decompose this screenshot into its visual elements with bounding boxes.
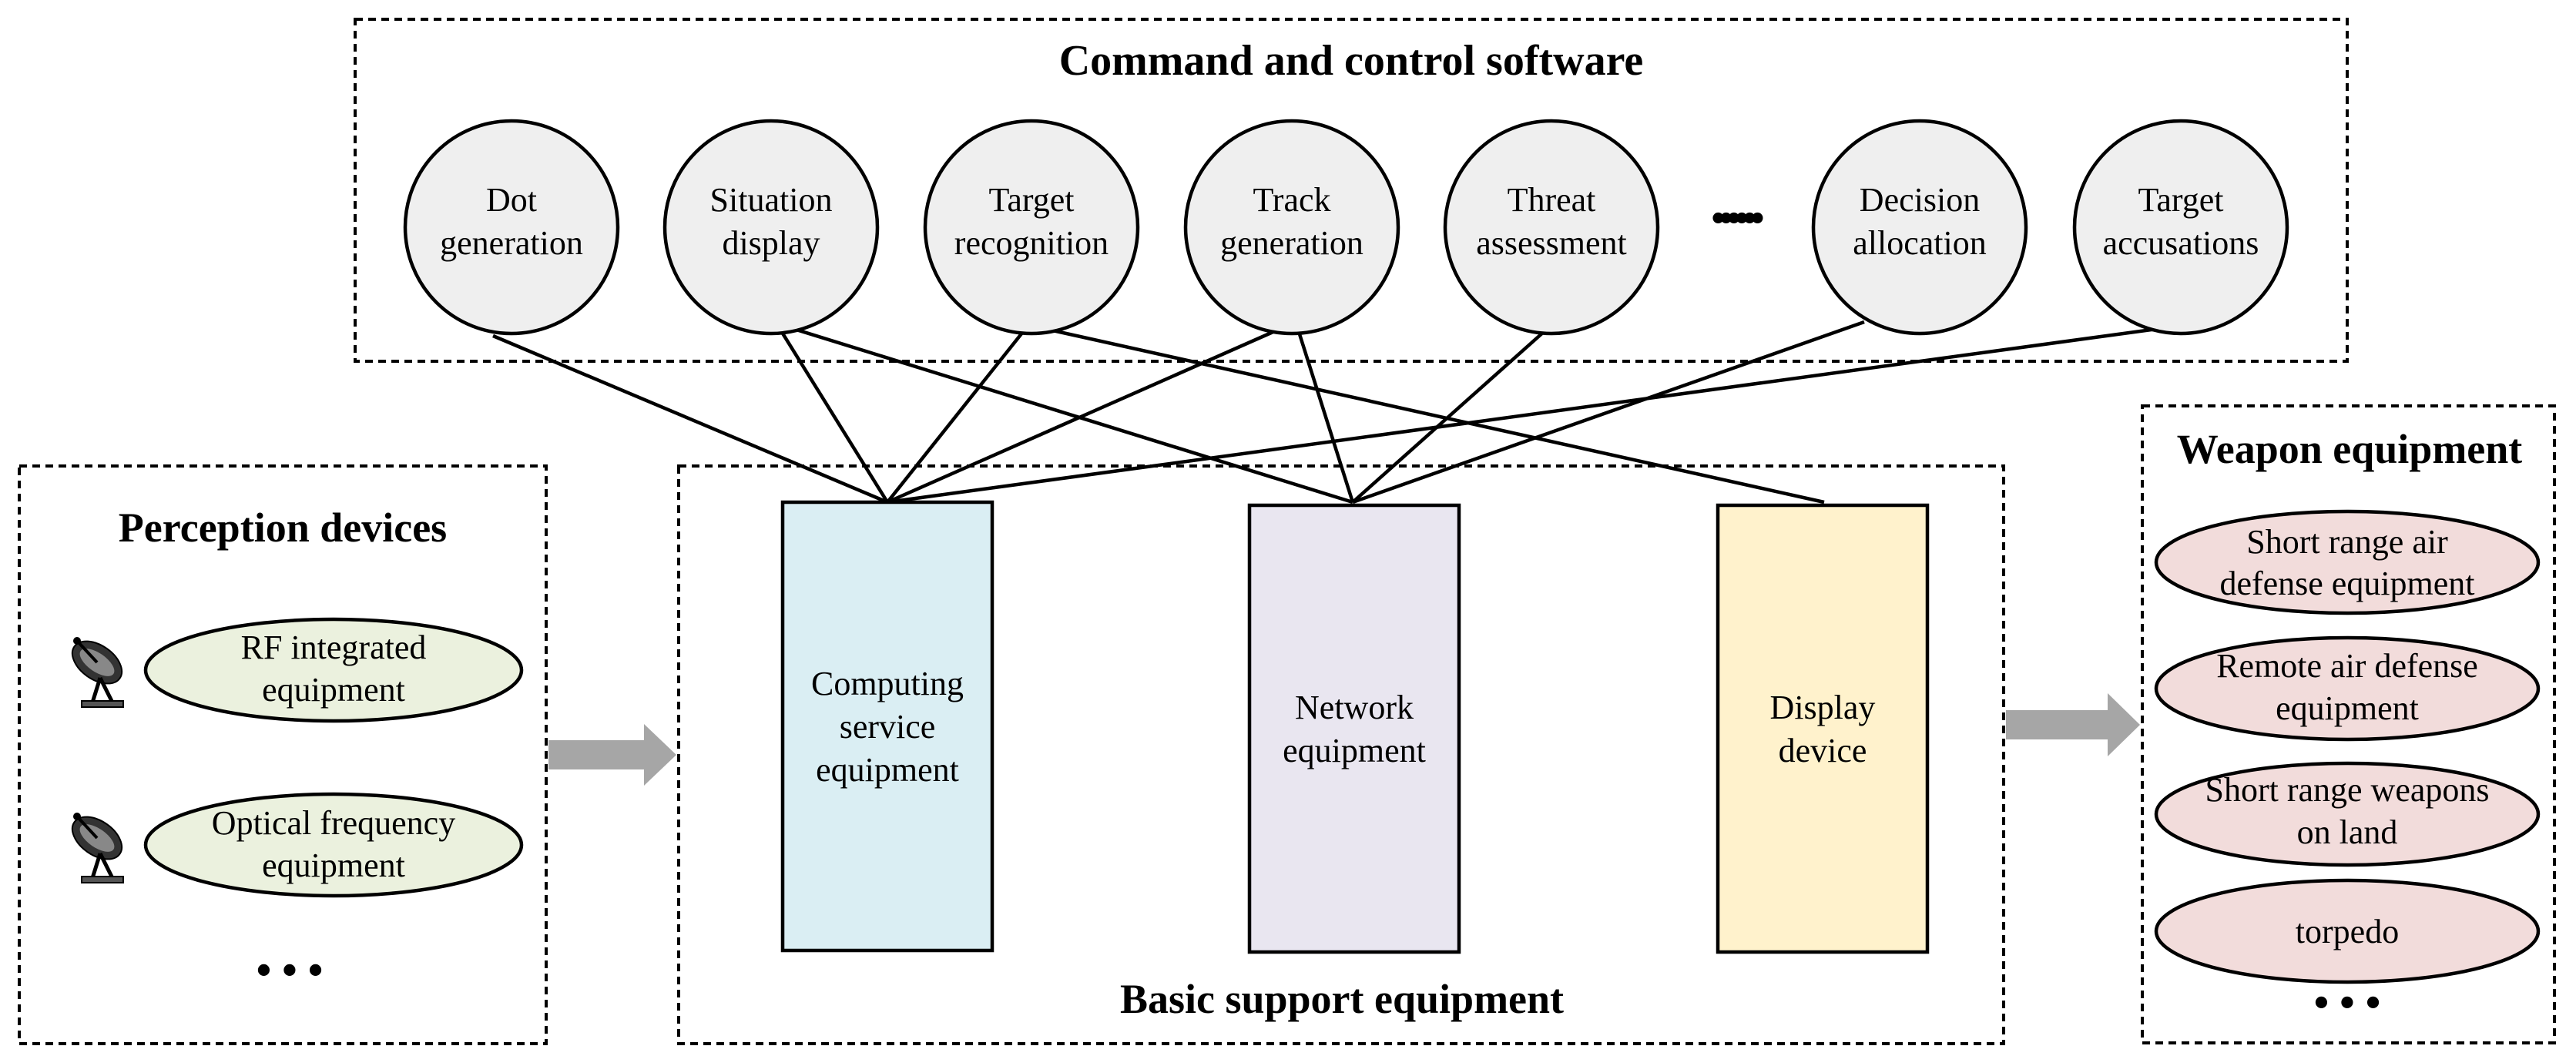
weapon-more: • • • [2314,979,2381,1027]
arrow-right-icon [2006,693,2140,756]
connector [776,321,1353,505]
connector [887,320,1296,505]
connector [775,322,889,504]
weapon-item-torpedo: torpedo [2154,878,2541,984]
module-track-generation: Track generation [1183,119,1400,336]
perception-more: • • • [257,947,324,994]
connector [492,334,888,505]
module-label-line1: Target [2138,181,2224,219]
module-dot-generation: Dot generation [403,119,620,336]
connector [1293,321,1355,503]
perception-device-rf: RF integrated equipment [65,617,524,723]
connector [1028,323,1825,505]
module-label-line2: recognition [954,224,1109,262]
module-label-line2: generation [440,224,583,262]
unit-display-device: Display device [1716,503,1930,954]
unit-label-line1: Computing [811,665,964,702]
perception-border [18,464,548,1045]
device-label-line1: Optical frequency [212,804,455,842]
perception-device-optical: Optical frequency equipment [65,792,524,898]
command-software-title: Command and control software [1059,37,1644,85]
module-label-line2: assessment [1476,224,1627,262]
weapon-label-line2: defense equipment [2219,565,2474,602]
weapon-panel: Weapon equipment Short range air defense… [2141,404,2556,1044]
weapon-item-short-range-land: Short range weapons on land [2154,761,2541,867]
device-label-line2: equipment [262,846,405,884]
basic-support-title: Basic support equipment [1120,976,1564,1022]
module-decision-allocation: Decision allocation [1811,119,2028,336]
device-label-line1: RF integrated [241,629,427,666]
connector [886,324,1030,504]
satellite-dish-icon [65,632,129,707]
weapon-item-short-range-air-defense: Short range air defense equipment [2154,509,2541,615]
unit-label-line3: equipment [816,751,959,789]
basic-support-panel: Basic support equipment Computing servic… [677,464,2005,1045]
module-label-line1: Target [989,181,1075,219]
basic-support-border [677,464,2005,1045]
module-label-line2: allocation [1853,224,1987,262]
module-label-line1: Decision [1860,181,1980,219]
weapon-label-line2: equipment [2276,689,2419,727]
weapon-title: Weapon equipment [2177,426,2523,472]
unit-label-line2: service [840,708,936,746]
weapon-item-remote-air-defense: Remote air defense equipment [2154,635,2541,742]
weapon-label-line1: torpedo [2296,913,2399,950]
unit-label-line1: Display [1770,689,1876,726]
perception-title: Perception devices [119,505,447,551]
unit-computing-service: Computing service equipment [780,500,995,953]
unit-network: Network equipment [1247,503,1461,954]
module-label-line1: Dot [486,181,537,219]
module-label-line2: generation [1220,224,1363,262]
module-label-line2: display [722,224,820,262]
module-label-line1: Track [1253,181,1330,219]
module-threat-assessment: Threat assessment [1443,119,1660,336]
perception-panel: Perception devices RF integrated equipme… [18,464,548,1045]
module-label-line1: Situation [710,181,833,219]
connector [1352,320,1865,505]
unit-label-line2: device [1779,732,1867,769]
module-ellipsis: •••••• [1711,196,1763,240]
connection-lines [492,320,2186,505]
satellite-dish-icon [65,808,129,883]
device-label-line2: equipment [262,671,405,709]
weapon-label-line1: Short range weapons [2205,771,2489,809]
connector [887,323,2186,505]
module-target-accusations: Target accusations [2072,119,2289,336]
module-target-recognition: Target recognition [923,119,1140,336]
module-label-line2: accusations [2103,224,2259,262]
arrow-right-icon [548,724,676,786]
command-software-panel: Command and control software Dot generat… [354,18,2349,363]
unit-label-line1: Network [1295,689,1414,726]
connector [1351,324,1553,504]
unit-label-line2: equipment [1283,732,1426,769]
weapon-label-line1: Remote air defense [2216,647,2478,685]
weapon-label-line1: Short range air [2246,523,2448,561]
module-label-line1: Threat [1508,181,1596,219]
command-software-border [354,18,2349,363]
module-situation-display: Situation display [662,119,880,336]
weapon-label-line2: on land [2297,813,2398,851]
